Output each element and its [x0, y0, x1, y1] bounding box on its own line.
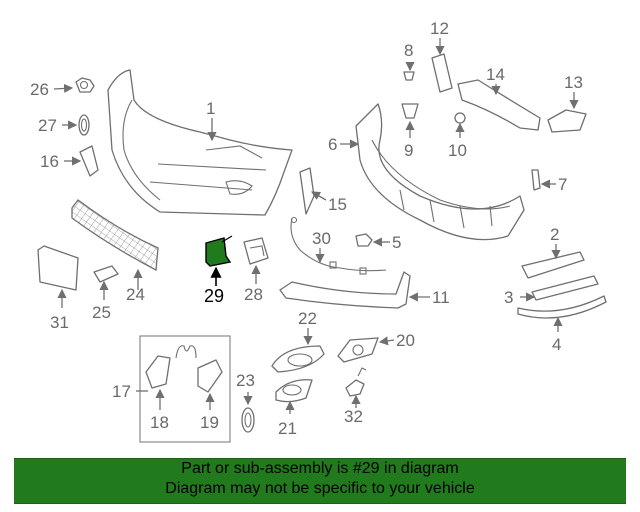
- callout-1: 1: [206, 99, 215, 118]
- part-26-parking-sensor: [53, 77, 95, 93]
- part-22-fog-lamp-bezel: [271, 328, 325, 373]
- callout-10: 10: [448, 141, 467, 160]
- callout-23: 23: [236, 371, 255, 390]
- part-28-bracket: [243, 237, 269, 284]
- footer-line-disclaimer: Diagram may not be specific to your vehi…: [165, 480, 475, 497]
- part-24-lower-grille: [71, 199, 159, 290]
- part-1-bumper-cover: [107, 69, 293, 216]
- part-12-bracket: [431, 38, 453, 93]
- part-3-side-guide: [520, 275, 599, 302]
- part-17-group: [136, 335, 231, 443]
- part-27-seal-ring: [62, 114, 90, 136]
- callout-21: 21: [278, 419, 297, 438]
- callout-32: 32: [344, 407, 363, 426]
- callout-28: 28: [244, 285, 263, 304]
- callout-15: 15: [328, 195, 347, 214]
- callout-7: 7: [558, 175, 567, 194]
- callout-27: 27: [38, 116, 57, 135]
- part-30-wiring-harness: [290, 216, 387, 275]
- callout-19: 19: [200, 413, 219, 432]
- part-32-bulb: [345, 367, 367, 408]
- part-21-trim-ring: [275, 379, 313, 414]
- part-29-highlighted-bracket: [205, 235, 233, 286]
- callout-3: 3: [504, 288, 513, 307]
- part-14-bracket: [457, 79, 541, 131]
- callout-9: 9: [404, 141, 413, 160]
- callout-5: 5: [392, 233, 401, 252]
- part-9-clip: [401, 103, 419, 138]
- callout-11: 11: [432, 288, 450, 307]
- callout-13: 13: [564, 73, 583, 92]
- part-6-energy-absorber: [340, 103, 525, 241]
- part-10-screw: [454, 112, 466, 138]
- callout-16: 16: [40, 152, 59, 171]
- parts-diagram: 1 2 3 4 5 6 7 8 9 10 11 12 13 14 15 16 1…: [30, 19, 607, 443]
- part-5-bolt: [355, 233, 390, 247]
- part-8-clip: [403, 62, 415, 81]
- part-4-molding: [517, 295, 607, 332]
- callout-26: 26: [30, 80, 49, 99]
- callout-8: 8: [404, 41, 413, 60]
- callout-12: 12: [430, 19, 449, 38]
- part-13-bracket: [547, 92, 587, 133]
- part-19-bracket: [197, 359, 223, 410]
- part-15-side-bracket: [299, 167, 327, 215]
- callout-20: 20: [396, 331, 415, 350]
- footer-banner: Part or sub-assembly is #29 in diagram D…: [14, 458, 626, 504]
- part-31-license-bracket: [37, 245, 79, 308]
- callout-6: 6: [328, 135, 337, 154]
- callout-4: 4: [552, 335, 561, 354]
- callout-17: 17: [112, 382, 131, 401]
- part-7-pin: [531, 169, 556, 191]
- callout-2: 2: [550, 225, 559, 244]
- part-25-clip: [93, 265, 119, 300]
- callout-22: 22: [298, 309, 317, 328]
- callout-24: 24: [126, 285, 145, 304]
- callout-18: 18: [150, 413, 169, 432]
- footer-line-part-number: Part or sub-assembly is #29 in diagram: [181, 460, 459, 477]
- callout-25: 25: [92, 303, 111, 322]
- part-11-lower-reinforcement: [279, 271, 430, 309]
- part-20-fog-lamp: [337, 336, 395, 363]
- callout-14: 14: [486, 65, 505, 84]
- callout-31: 31: [50, 313, 69, 332]
- part-16-bracket: [64, 145, 99, 177]
- callout-30: 30: [312, 229, 331, 248]
- callout-29-highlighted: 29: [204, 286, 224, 306]
- part-23-grommet: [241, 392, 255, 433]
- part-2-side-guide: [521, 244, 585, 279]
- part-18-bracket: [145, 355, 171, 410]
